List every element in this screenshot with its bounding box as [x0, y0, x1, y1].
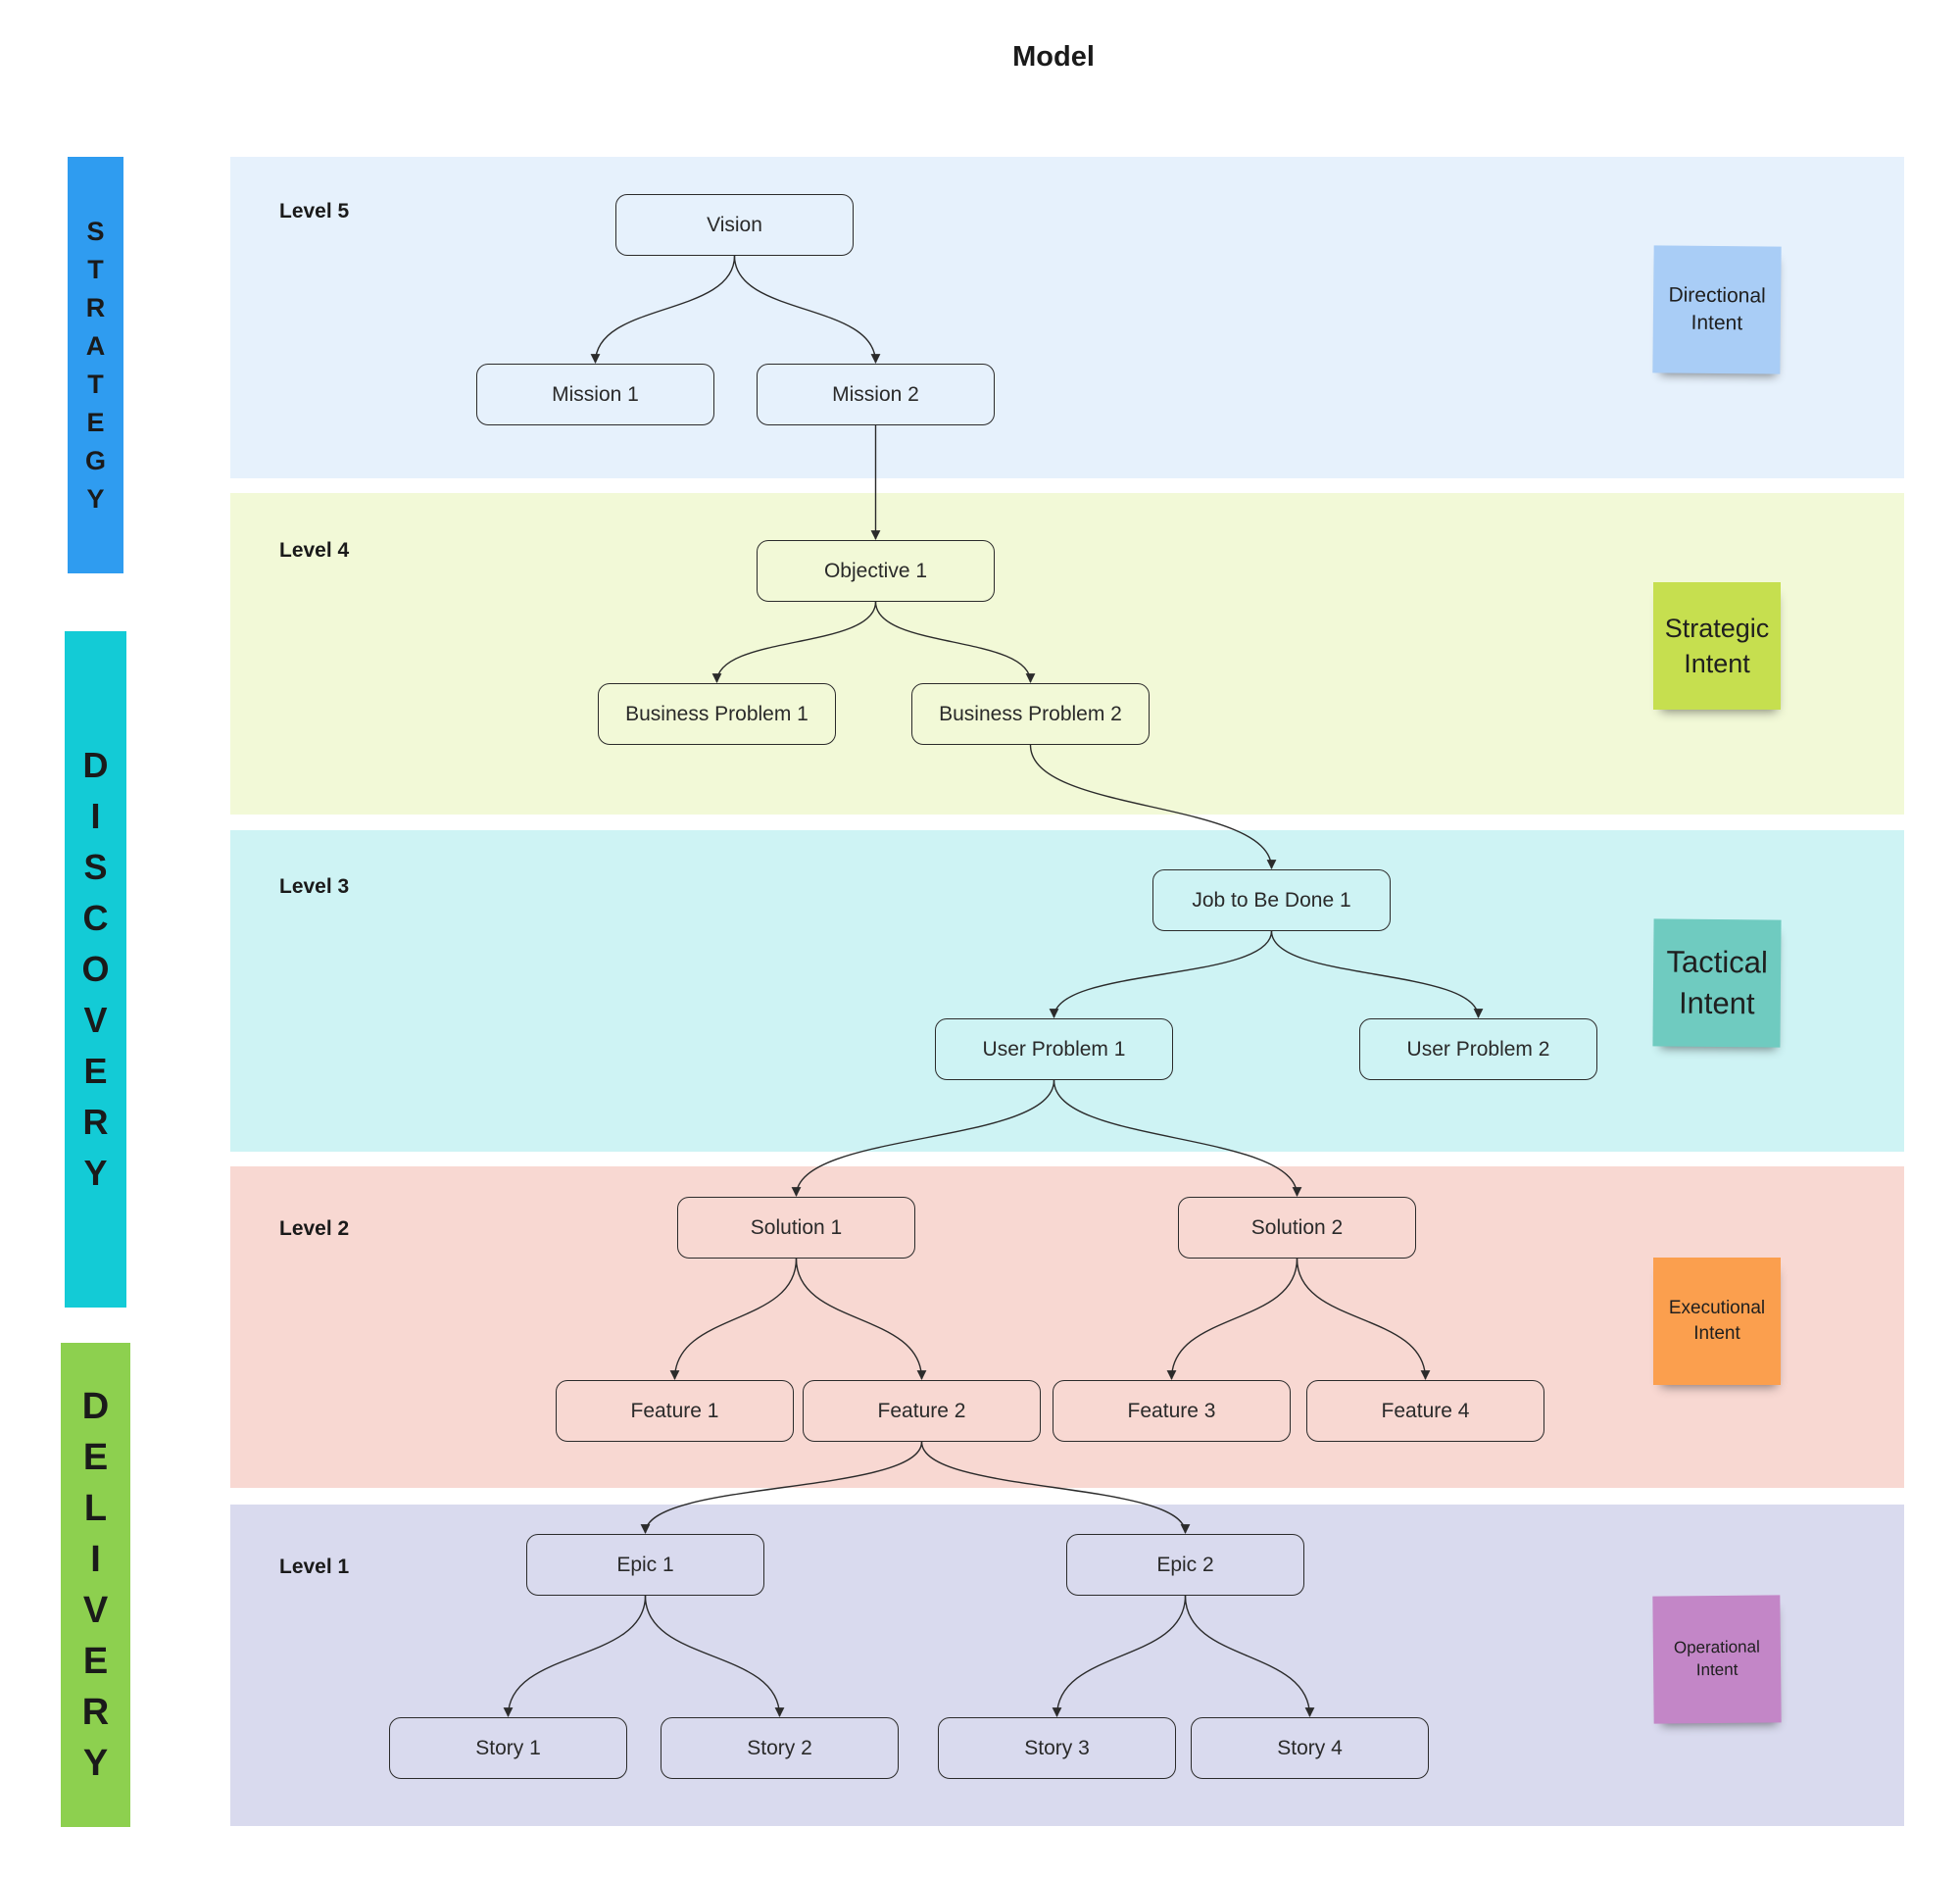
connector-jtbd1-to-up2 — [1270, 930, 1484, 1018]
connector-solution1-to-feature1 — [669, 1258, 798, 1380]
business-problem-1-node[interactable]: Business Problem 1 — [598, 683, 836, 745]
level-2-label: Level 2 — [279, 1217, 350, 1240]
delivery-letter: E — [82, 1641, 109, 1682]
mission-1-node[interactable]: Mission 1 — [476, 364, 714, 425]
discovery-letter: Y — [83, 1153, 108, 1193]
sticky-text: Intent — [1693, 1323, 1740, 1344]
strategy-letter: S — [86, 216, 105, 246]
connector-feature2-to-epic1 — [640, 1441, 923, 1534]
sticky-text: Intent — [1690, 311, 1743, 335]
connector-up1-to-solution1 — [791, 1079, 1055, 1197]
discovery-letter: C — [82, 898, 109, 938]
sticky-text: Executional — [1668, 1298, 1766, 1319]
story-4-node[interactable]: Story 4 — [1191, 1717, 1429, 1779]
sticky-text: Intent — [1678, 985, 1755, 1021]
story-2-node[interactable]: Story 2 — [661, 1717, 899, 1779]
sticky-text: Directional — [1668, 283, 1766, 308]
feature-3-node[interactable]: Feature 3 — [1053, 1380, 1291, 1442]
tactical-intent-sticky[interactable]: Tactical Intent — [1652, 918, 1782, 1048]
diagram-title: Model — [1012, 41, 1095, 73]
delivery-letter: I — [90, 1539, 101, 1580]
connector-objective1-to-bp2 — [874, 601, 1036, 683]
user-problem-1-node[interactable]: User Problem 1 — [935, 1018, 1173, 1080]
strategy-letter: R — [85, 292, 106, 322]
operational-intent-sticky[interactable]: Operational Intent — [1652, 1595, 1782, 1724]
job-to-be-done-1-node[interactable]: Job to Be Done 1 — [1152, 869, 1391, 931]
strategy-letter: G — [84, 445, 106, 475]
executional-intent-sticky[interactable]: Executional Intent — [1653, 1258, 1781, 1385]
connector-jtbd1-to-up1 — [1049, 930, 1273, 1018]
mission-2-node[interactable]: Mission 2 — [757, 364, 995, 425]
connector-solution2-to-feature3 — [1166, 1258, 1298, 1380]
level-4-label: Level 4 — [279, 539, 350, 562]
level-4-band: Level 4 — [230, 493, 1904, 815]
solution-1-node[interactable]: Solution 1 — [677, 1197, 915, 1259]
level-1-label: Level 1 — [279, 1556, 350, 1578]
strategy-letter: Y — [86, 483, 105, 514]
discovery-letter: D — [82, 745, 109, 785]
solution-2-node[interactable]: Solution 2 — [1178, 1197, 1416, 1259]
delivery-letter: D — [81, 1386, 110, 1427]
connector-solution1-to-feature2 — [795, 1258, 927, 1380]
discovery-letter: V — [83, 1000, 108, 1040]
discovery-letter: R — [82, 1102, 109, 1142]
connector-up1-to-solution2 — [1053, 1079, 1302, 1197]
connector-epic2-to-story3 — [1052, 1595, 1187, 1717]
delivery-letter: Y — [82, 1743, 109, 1784]
connector-epic1-to-story1 — [503, 1595, 647, 1717]
discovery-letter: I — [90, 796, 101, 836]
sticky-text: Operational — [1673, 1637, 1760, 1657]
level-1-band: Level 1 — [230, 1505, 1904, 1826]
sticky-text: Strategic — [1664, 613, 1770, 643]
sticky-text: Intent — [1684, 649, 1750, 678]
sticky-text: Tactical — [1666, 944, 1769, 980]
connector-bp2-to-jtbd1 — [1029, 744, 1277, 869]
discovery-sidebar: D I S C O V E R Y — [65, 631, 126, 1308]
story-3-node[interactable]: Story 3 — [938, 1717, 1176, 1779]
strategic-intent-sticky[interactable]: Strategic Intent — [1653, 582, 1781, 710]
connector-epic2-to-story4 — [1184, 1595, 1315, 1717]
sticky-text: Intent — [1695, 1659, 1739, 1680]
level-3-band: Level 3 — [230, 830, 1904, 1152]
delivery-letter: L — [83, 1488, 108, 1529]
objective-1-node[interactable]: Objective 1 — [757, 540, 995, 602]
story-1-node[interactable]: Story 1 — [389, 1717, 627, 1779]
business-problem-2-node[interactable]: Business Problem 2 — [911, 683, 1150, 745]
delivery-letter: R — [81, 1692, 110, 1733]
level-3-label: Level 3 — [279, 875, 350, 898]
feature-4-node[interactable]: Feature 4 — [1306, 1380, 1544, 1442]
strategy-sidebar: S T R A T E G Y — [68, 157, 123, 573]
strategy-letter: T — [87, 369, 104, 399]
discovery-letter: E — [83, 1051, 108, 1091]
connector-epic1-to-story2 — [644, 1595, 785, 1717]
connector-feature2-to-epic2 — [920, 1441, 1191, 1534]
discovery-letter: S — [83, 847, 108, 887]
user-problem-2-node[interactable]: User Problem 2 — [1359, 1018, 1597, 1080]
delivery-letter: V — [82, 1590, 109, 1631]
connector-objective1-to-bp1 — [711, 601, 877, 683]
connector-vision-to-mission2 — [733, 255, 881, 364]
strategy-letter: T — [87, 254, 104, 284]
feature-1-node[interactable]: Feature 1 — [556, 1380, 794, 1442]
level-5-label: Level 5 — [279, 200, 350, 222]
strategy-letter: E — [86, 407, 105, 437]
delivery-sidebar: D E L I V E R Y — [61, 1343, 130, 1827]
discovery-letter: O — [81, 949, 110, 989]
connector-solution2-to-feature4 — [1296, 1258, 1431, 1380]
level-2-band: Level 2 — [230, 1166, 1904, 1488]
vision-node[interactable]: Vision — [615, 194, 854, 256]
strategy-letter: A — [85, 330, 106, 361]
delivery-letter: E — [82, 1437, 109, 1478]
epic-1-node[interactable]: Epic 1 — [526, 1534, 764, 1596]
epic-2-node[interactable]: Epic 2 — [1066, 1534, 1304, 1596]
connector-vision-to-mission1 — [590, 255, 736, 364]
directional-intent-sticky[interactable]: Directional Intent — [1652, 245, 1782, 374]
feature-2-node[interactable]: Feature 2 — [803, 1380, 1041, 1442]
